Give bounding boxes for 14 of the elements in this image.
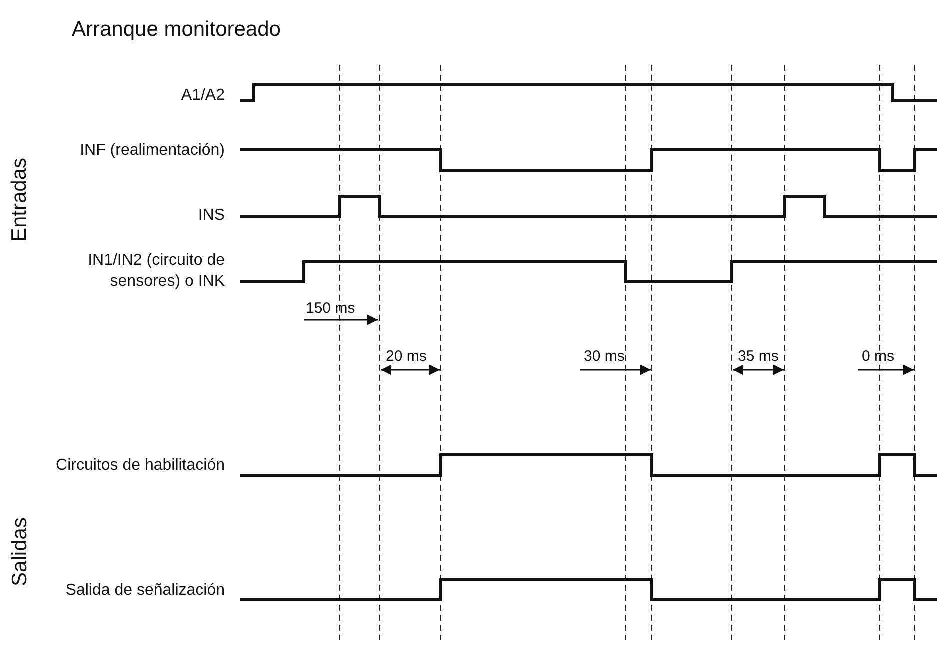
signal-label: INS [197, 206, 225, 226]
time-label: 20 ms [386, 348, 427, 365]
section-label: Salidas [8, 518, 32, 586]
section-label: Entradas [8, 158, 32, 242]
time-label: 150 ms [306, 300, 356, 317]
signal-label: A1/A2 [180, 86, 225, 106]
signal-label: Salida de señalización [64, 581, 225, 601]
time-label: 35 ms [738, 348, 779, 365]
signal-label: IN1/IN2 (circuito de sensores) o INK [87, 251, 225, 292]
signal-label: Circuitos de habilitación [55, 456, 225, 476]
time-label: 30 ms [584, 348, 625, 365]
signal-label: INF (realimentación) [79, 141, 225, 161]
diagram-title: Arranque monitoreado [72, 18, 281, 42]
time-label: 0 ms [862, 348, 895, 365]
